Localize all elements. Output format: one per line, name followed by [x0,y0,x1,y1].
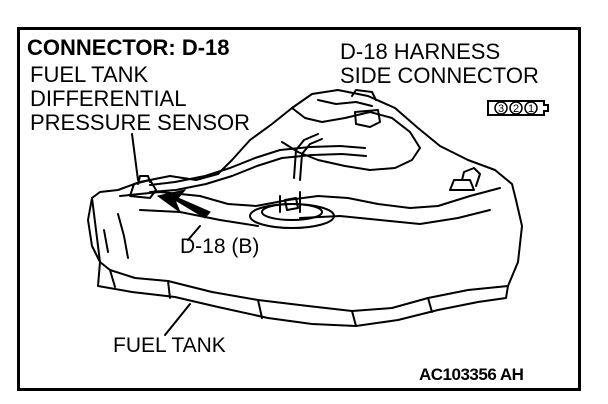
connector-reference-label: D-18 (B) [180,235,260,258]
sensor-label-line-3: PRESSURE SENSOR [30,110,251,135]
figure-code: AC103356 AH [419,365,524,384]
harness-label-line-1: D-18 HARNESS [340,39,501,64]
connector-title: CONNECTOR: D-18 [27,35,230,60]
connector-pin-2: 2 [513,103,519,115]
sensor-pointer-arrow [156,189,211,219]
sensor-label-line-2: DIFFERENTIAL [30,86,187,111]
sensor-label-line-1: FUEL TANK [30,62,149,87]
tank-body [91,89,523,312]
connector-pin-1: 1 [528,103,534,115]
connector-pin-3: 3 [498,103,504,115]
harness-label-line-2: SIDE CONNECTOR [340,63,539,88]
fuel-tank-label: FUEL TANK [113,334,226,357]
harness-connector-icon: 3 2 1 [487,100,549,116]
